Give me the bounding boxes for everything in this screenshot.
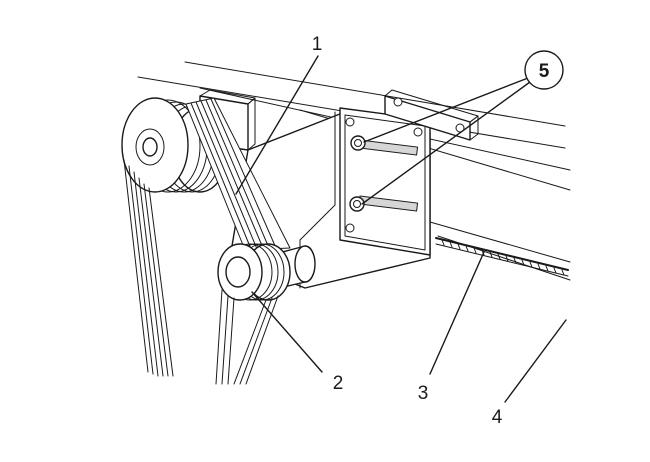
top-bracket — [384, 89, 479, 141]
bolt-upper — [350, 135, 366, 151]
callout-circle-5: 5 — [524, 50, 564, 90]
bolt-lower — [349, 196, 365, 212]
threaded-rod — [435, 237, 569, 277]
leader-1 — [235, 55, 319, 195]
callout-4: 4 — [492, 407, 503, 428]
leader-5a — [363, 77, 529, 143]
leader-5b — [361, 81, 531, 205]
callout-5: 5 — [539, 61, 550, 82]
belt-upper-run — [185, 97, 291, 251]
leader-3 — [429, 251, 485, 375]
leader-2 — [251, 291, 323, 373]
callout-3: 3 — [418, 383, 429, 404]
belt-left-run — [123, 159, 174, 377]
callout-2: 2 — [333, 373, 344, 394]
leader-lines — [235, 55, 567, 403]
mounting-plate — [339, 107, 431, 256]
lower-pulley — [217, 243, 291, 301]
belt-lower-run — [215, 289, 279, 385]
leader-4 — [504, 319, 567, 403]
callout-1: 1 — [312, 34, 323, 55]
